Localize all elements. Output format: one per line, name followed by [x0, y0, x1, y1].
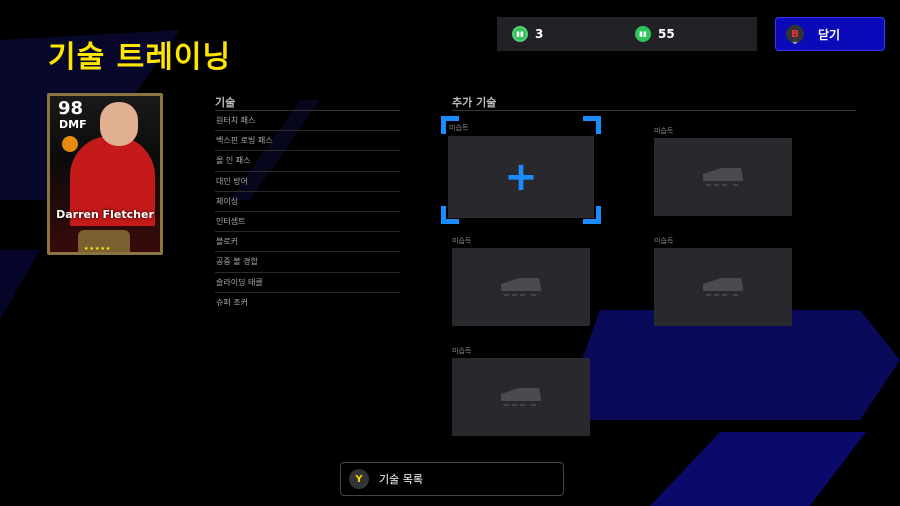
skill-item: 대인 방어 [215, 172, 400, 192]
skill-item: 인터셉트 [215, 212, 400, 233]
skill-item: 올 인 패스 [215, 151, 400, 172]
slot-label: 미습득 [449, 124, 469, 132]
skill-item: 블로커 [215, 232, 400, 253]
additional-skills-heading: 추가 기술 [452, 96, 497, 109]
skills-list: 원터치 패스 백스핀 로빙 패스 올 인 패스 대인 방어 체이싱 인터셉트 블… [215, 110, 400, 313]
club-crest-icon [62, 136, 78, 152]
skill-point-icon: ▮▮ [635, 26, 651, 42]
skill-ticket-icon: ▮▮ [512, 26, 528, 42]
shoe-icon [501, 278, 541, 296]
close-button[interactable]: B 닫기 [775, 17, 885, 51]
currency-skill-point: ▮▮ 55 [635, 17, 675, 51]
slot-label: 미습득 [654, 237, 674, 245]
skill-item: 체이싱 [215, 192, 400, 212]
skill-item: 백스핀 로빙 패스 [215, 131, 400, 152]
skill-item: 원터치 패스 [215, 111, 400, 132]
skill-list-button[interactable]: Y 기술 목록 [340, 462, 564, 496]
b-button-icon: B [786, 25, 804, 47]
slot-label: 미습득 [654, 127, 674, 135]
player-position: DMF [59, 118, 87, 131]
y-button-icon: Y [349, 469, 369, 489]
skill-point-count: 55 [658, 27, 675, 41]
slot-label: 미습득 [452, 237, 472, 245]
currency-skill-ticket: ▮▮ 3 [512, 17, 543, 51]
skill-item: 공중 볼 경합 [215, 252, 400, 273]
player-image [70, 136, 155, 226]
skill-list-label: 기술 목록 [379, 473, 423, 486]
star-rating: ★★★★★ [84, 246, 112, 252]
skills-heading: 기술 [215, 96, 236, 109]
currency-bar: ▮▮ 3 ▮▮ 55 [497, 17, 757, 51]
player-rating: 98 [58, 98, 84, 119]
skill-ticket-count: 3 [535, 27, 544, 41]
slot-label: 미습득 [452, 347, 472, 355]
page-title: 기술 트레이닝 [48, 40, 232, 75]
skill-slot-3[interactable] [452, 248, 590, 326]
shoe-icon [703, 278, 743, 296]
skill-slot-4[interactable] [654, 248, 792, 326]
skill-slot-5[interactable] [452, 358, 590, 436]
shoe-icon [703, 168, 743, 186]
player-name: Darren Fletcher [56, 208, 154, 221]
player-card[interactable]: 98 DMF Darren Fletcher ★★★★★ [47, 93, 163, 255]
player-face [100, 102, 138, 146]
plus-icon: + [504, 154, 538, 200]
card-base [78, 230, 130, 252]
skill-item: 슈퍼 조커 [216, 298, 248, 308]
close-label: 닫기 [818, 27, 841, 42]
skill-slot-2[interactable] [654, 138, 792, 216]
skill-item: 슬라이딩 태클 [215, 273, 400, 293]
divider [452, 110, 856, 111]
skill-slot-1[interactable]: 미습득 + [441, 116, 601, 224]
shoe-icon [501, 388, 541, 406]
